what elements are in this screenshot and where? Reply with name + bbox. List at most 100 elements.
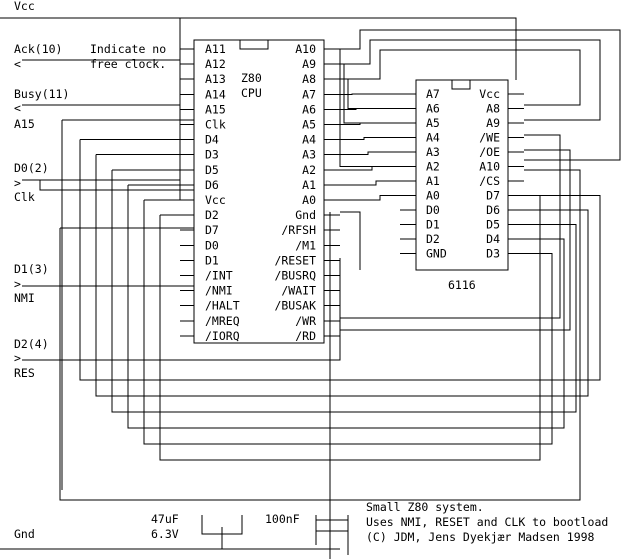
ram-name: 6116: [448, 278, 476, 292]
ram-pin-a3: A3: [426, 145, 440, 159]
z80-pin-a10: A10: [295, 42, 316, 56]
a15-label: A15: [14, 117, 35, 131]
ram-pin-a7: A7: [426, 87, 440, 101]
z80-pin-a8: A8: [302, 72, 316, 86]
ram-pin-cs: /CS: [479, 174, 500, 188]
ram-pin-oe: /OE: [479, 145, 500, 159]
note-line1: Small Z80 system.: [366, 500, 484, 514]
a15-wire: [61, 119, 194, 490]
z80-pin-reset: /RESET: [274, 253, 316, 267]
a8-line: [340, 49, 581, 106]
ram-pin-d3: D3: [486, 247, 500, 261]
z80-pin-d3: D3: [205, 148, 219, 162]
z80-pin-vcc: Vcc: [205, 193, 226, 207]
busy-label: Busy(11): [14, 87, 69, 101]
ram-notch: [451, 80, 471, 90]
z80-pin-d7: D7: [205, 223, 219, 237]
z80-pin-gnd: Gnd: [295, 208, 316, 222]
ram-pin-a2: A2: [426, 160, 440, 174]
z80-cpu-label: CPU: [241, 86, 262, 100]
z80-notch: [239, 40, 269, 50]
clk-in: [39, 180, 194, 191]
z80-pin-a6: A6: [302, 102, 316, 116]
z80-pin-clk: Clk: [205, 118, 226, 132]
ram-pin-vcc: Vcc: [479, 87, 500, 101]
ram-pin-a8: A8: [486, 102, 500, 116]
z80-pin-wait: /WAIT: [281, 284, 316, 298]
d2-label: D2(4): [14, 337, 49, 351]
ram-6116-chip: [415, 79, 509, 271]
cap2-symbol: [316, 519, 348, 532]
note-line3: (C) JDM, Jens Dyekjær Madsen 1998: [366, 530, 595, 544]
z80-pin-a2: A2: [302, 163, 316, 177]
ack-arrow: <: [14, 57, 21, 71]
address-line: [340, 195, 400, 201]
z80-pin-d0: D0: [205, 238, 219, 252]
cap1-value: 47uF: [151, 512, 179, 526]
z80-pin-wr: /WR: [295, 314, 316, 328]
data-line: [79, 139, 601, 381]
ram-pin-we: /WE: [479, 131, 500, 145]
z80-pin-busak: /BUSAK: [274, 299, 316, 313]
d1-arrow: >: [14, 277, 21, 291]
wr-line: [340, 134, 561, 319]
address-line: [340, 180, 400, 186]
nmi-label: NMI: [14, 291, 35, 305]
z80-pin-iorq: /IORQ: [205, 329, 240, 343]
z80-right-pins: A10A9A8A7A6A5A4A3A2A1A0Gnd/RFSH/M1/RESET…: [274, 42, 316, 343]
z80-pin-d5: D5: [205, 163, 219, 177]
z80-pin-a11: A11: [205, 42, 226, 56]
indicate-note-line2: free clock.: [90, 57, 166, 71]
z80-pin-d6: D6: [205, 178, 219, 192]
address-line: [340, 137, 400, 141]
ram-pin-a5: A5: [426, 116, 440, 130]
ram-pin-a0: A0: [426, 189, 440, 203]
busy-arrow: <: [14, 101, 21, 115]
z80-pin-a14: A14: [205, 87, 226, 101]
res-label: RES: [14, 366, 35, 380]
data-line: [127, 184, 565, 429]
z80-pin-a15: A15: [205, 102, 226, 116]
z80-chip: [193, 39, 325, 344]
cap1-voltage: 6.3V: [151, 527, 179, 541]
a9-line: [340, 39, 601, 121]
z80-pin-d2: D2: [205, 208, 219, 222]
ram-pin-a10: A10: [479, 160, 500, 174]
cap1-symbol: [201, 515, 243, 549]
ack-label: Ack(10): [14, 42, 62, 56]
rd-line: [340, 149, 571, 331]
d1-label: D1(3): [14, 262, 49, 276]
ram-pin-d4: D4: [486, 232, 500, 246]
wires: [0, 17, 621, 559]
data-line: [159, 195, 541, 461]
z80-pin-d1: D1: [205, 253, 219, 267]
address-line: [340, 108, 400, 110]
note-line2: Uses NMI, RESET and CLK to bootload: [366, 515, 608, 529]
z80-left-pins: A11A12A13A14A15ClkD4D3D5D6VccD2D7D0D1/IN…: [205, 42, 240, 343]
d0-label: D0(2): [14, 161, 49, 175]
z80-pin-busrq: /BUSRQ: [274, 269, 316, 283]
data-line: [143, 199, 553, 445]
ram-pin-d6: D6: [486, 203, 500, 217]
z80-pin-rd: /RD: [295, 329, 316, 343]
z80-pin-a13: A13: [205, 72, 226, 86]
ram-pin-d5: D5: [486, 218, 500, 232]
ram-pin-d1: D1: [426, 218, 440, 232]
z80-pin-a4: A4: [302, 133, 316, 147]
ram-pin-gnd: GND: [426, 247, 447, 261]
ram-pin-a4: A4: [426, 131, 440, 145]
z80-pin-halt: /HALT: [205, 299, 240, 313]
z80-pin-a3: A3: [302, 148, 316, 162]
z80-name: Z80: [241, 71, 262, 85]
ram-pin-d2: D2: [426, 232, 440, 246]
data-line: [95, 154, 589, 397]
d7-line: [59, 169, 581, 501]
clk-label: Clk: [14, 190, 35, 204]
vcc-rail: [0, 17, 517, 80]
d2-arrow: >: [14, 351, 21, 365]
z80-pin-nmi: /NMI: [205, 284, 233, 298]
gnd-link: [340, 211, 361, 270]
ram-pin-a6: A6: [426, 102, 440, 116]
